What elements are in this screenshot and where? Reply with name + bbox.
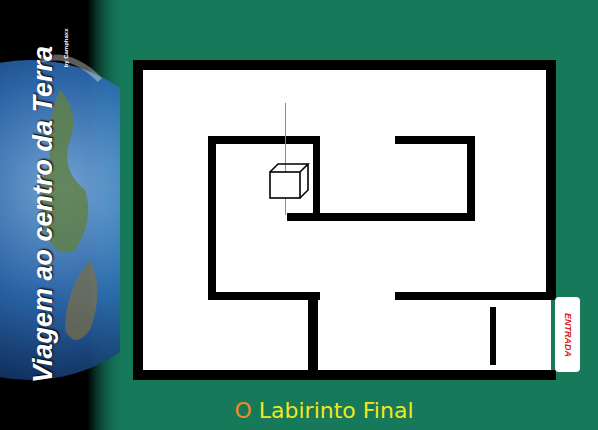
caption: O Labirinto Final [234, 398, 413, 423]
credit-label: by Camphaxx [63, 28, 69, 67]
vertical-title: Viagem ao centro da Terra [29, 45, 60, 382]
entrance-label: ENTRADA [563, 313, 573, 357]
